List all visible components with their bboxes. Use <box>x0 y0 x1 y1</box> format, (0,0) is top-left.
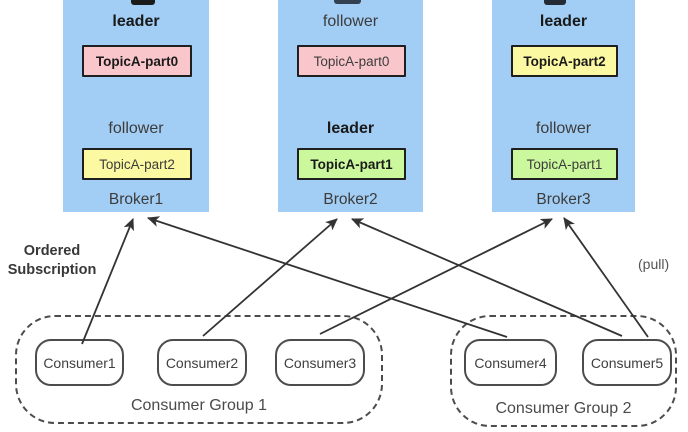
consumer-group-1: Consumer1 Consumer2 Consumer3 Consumer G… <box>15 315 383 424</box>
ordered-subscription-label: Ordered Subscription <box>7 243 97 278</box>
broker3-label: Broker3 <box>536 191 591 208</box>
broker1-label: Broker1 <box>108 191 164 208</box>
broker3-role-bottom: follower <box>535 120 592 137</box>
broker2-role-top: follower <box>322 13 379 30</box>
consumer-group-2: Consumer4 Consumer5 Consumer Group 2 <box>450 315 677 427</box>
broker1-partition-top: TopicA-part0 <box>82 45 192 77</box>
broker3-partition-top: TopicA-part2 <box>511 45 618 77</box>
cut-off-connector-mark-broker3 <box>544 0 566 5</box>
consumer-group-2-label: Consumer Group 2 <box>495 400 632 417</box>
consumer3-box: Consumer3 <box>275 339 365 386</box>
broker3-role-top: leader <box>539 13 588 30</box>
broker3-box: leader TopicA-part2 follower TopicA-part… <box>492 0 635 212</box>
broker3-partition-bottom: TopicA-part1 <box>511 148 618 180</box>
consumer-group-1-label: Consumer Group 1 <box>130 397 268 414</box>
broker1-role-top: leader <box>112 13 160 30</box>
broker2-partition-top: TopicA-part0 <box>297 45 406 77</box>
consumer2-box: Consumer2 <box>157 339 247 386</box>
cut-off-connector-mark-broker1 <box>131 0 155 5</box>
broker1-partition-bottom: TopicA-part2 <box>82 148 192 180</box>
broker1-role-bottom: follower <box>108 120 164 137</box>
broker2-label: Broker2 <box>323 191 378 208</box>
pull-label: (pull) <box>638 256 670 272</box>
broker2-role-bottom: leader <box>326 120 375 137</box>
consumer1-box: Consumer1 <box>35 339 124 386</box>
consumer5-box: Consumer5 <box>582 339 672 386</box>
broker1-box: leader TopicA-part0 follower TopicA-part… <box>63 0 209 212</box>
consumer4-box: Consumer4 <box>464 339 557 386</box>
cut-off-connector-mark-broker2 <box>334 0 361 4</box>
broker2-partition-bottom: TopicA-part1 <box>297 148 406 180</box>
broker2-box: follower TopicA-part0 leader TopicA-part… <box>278 0 423 212</box>
